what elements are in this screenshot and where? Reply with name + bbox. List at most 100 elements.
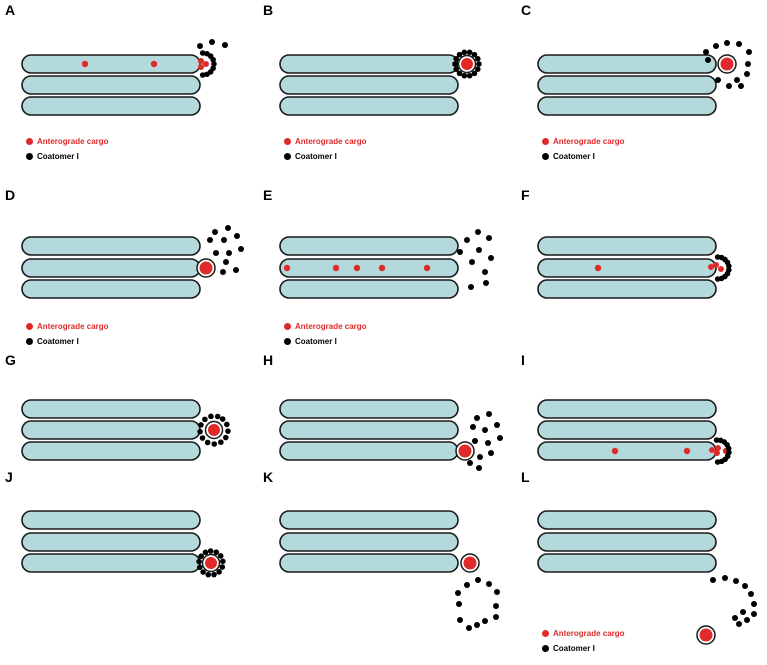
cisterna-2 [21,532,201,552]
cisterna-2 [279,532,459,552]
legend-coatomer-swatch [26,153,33,161]
coatomer-dot [204,71,210,78]
coatomer-dot [725,445,732,452]
coatomer-dot [238,246,244,252]
coatomer-dot [233,267,239,273]
coatomer-dot [221,237,227,243]
golgi-stack [537,236,717,299]
legend-cargo-swatch [542,630,549,638]
vesicle-cargo [205,557,217,569]
cargo-and-coat [611,437,732,465]
coatomer-dot [468,284,474,290]
coatomer-dot [745,61,751,67]
coatomer-dot [217,553,224,559]
cargo-dot [706,635,710,639]
cisterna-3 [279,553,459,573]
cargo-and-coat [196,548,226,578]
coatomer-dot [200,569,206,575]
coatomer-dot [713,437,720,443]
cargo-dot [718,266,724,272]
cargo-dot [683,447,691,455]
golgi-stack [21,510,201,573]
coatomer-dot [213,250,219,256]
cisterna-1 [279,510,459,530]
cargo-dot [150,60,158,68]
panel-e: Cargo distributed along middle cisterna [279,229,494,299]
coatomer-dot [196,564,203,571]
coatomer-dot [220,558,226,565]
coatomer-dot [199,50,206,56]
coatomer-dot [493,603,499,609]
panel-label: F [521,187,530,203]
coatomer-dot [199,72,206,78]
panel-label: J [5,469,13,485]
cargo-dot [353,264,361,272]
vesicle-cargo [458,444,472,458]
coatomer-dot [746,49,752,55]
coatomer-dot [219,564,226,570]
cargo-and-coat [452,49,482,79]
cargo-dot [465,451,469,455]
cargo-dot [713,262,719,268]
cargo-dot [702,632,706,636]
panel-label: D [5,187,16,203]
cisterna-1 [21,54,201,74]
coatomer-dot [464,237,470,243]
cargo-dot [332,264,340,272]
coatomer-dot [475,55,481,62]
coatomer-dot [736,621,742,627]
cisterna-3 [537,96,717,116]
cargo-dot [202,265,206,269]
vesicle-cargo [720,57,734,71]
legend-cargo-label: Anterograde cargo [553,137,625,146]
coatomer-dot [714,459,721,465]
cisterna-3 [537,553,717,573]
golgi-stack [279,236,459,299]
coatomer-dot [744,71,750,77]
cargo-dot [423,264,431,272]
golgi-stack [21,236,201,299]
coatomer-dot [202,416,208,423]
coatomer-dot [494,589,500,595]
cisterna-2 [537,420,717,440]
panel-label: A [5,2,16,18]
panel-g: Coated vesicle at middle cisterna rim [21,399,231,461]
golgi-stack [279,54,459,116]
legend-coatomer-label: Coatomer I [553,644,595,653]
cisterna-2 [21,75,201,95]
cargo-and-coat [197,413,231,447]
cisterna-1 [537,510,717,530]
legend-cargo-label: Anterograde cargo [295,322,367,331]
coatomer-dot [732,615,738,621]
golgi-stack [537,54,717,116]
coatomer-dot [476,61,482,67]
cisterna-2 [537,532,717,552]
coatomer-dot [705,57,711,63]
coatomer-dot [726,263,732,269]
coatomer-dot [742,583,748,589]
coatomer-dot [475,66,481,73]
coatomer-dot [486,411,492,417]
legend-coatomer: Coatomer I [284,152,337,162]
cisterna-2 [279,420,459,440]
cargo-dot [198,58,204,64]
coatomer-dot [455,590,461,596]
coatomer-dot [211,441,218,447]
legend-coatomer: Coatomer I [26,152,79,162]
vesicle-cargo [208,424,220,436]
cisterna-1 [279,399,459,419]
legend-coatomer: Coatomer I [284,337,337,347]
legend-coatomer-swatch [542,645,549,653]
cisterna-2 [537,75,717,95]
legend-coatomer-swatch [284,338,291,346]
cisterna-3 [21,279,201,299]
cisterna-1 [279,54,459,74]
legend-cargo: Anterograde cargo [284,322,367,332]
coatomer-dot [453,55,459,62]
golgi-stack [21,54,201,116]
cisterna-1 [21,510,201,530]
cargo-dot [467,64,471,68]
legend-coatomer-swatch [26,338,33,346]
cisterna-2 [21,420,201,440]
legend-cargo-swatch [284,138,291,146]
